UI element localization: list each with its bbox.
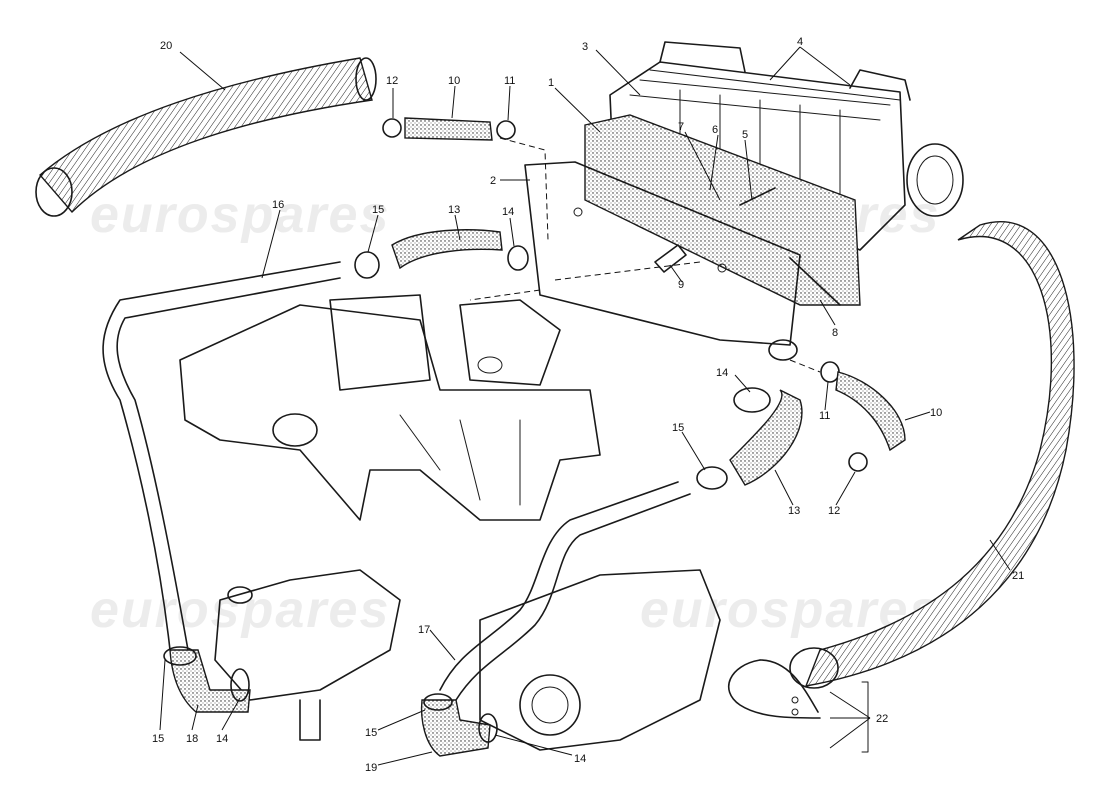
callout-10-mid: 10 (930, 407, 942, 419)
filter-element-part-1 (584, 114, 861, 306)
hose-part-17 (439, 481, 691, 701)
assembly-line-4 (789, 359, 821, 373)
callout-3: 3 (582, 41, 588, 53)
hose-part-13-top (391, 229, 503, 270)
callout-7: 7 (678, 121, 684, 133)
callout-14-top: 14 (502, 206, 514, 218)
callout-10-top: 10 (448, 75, 460, 87)
band-clip-part-22 (728, 659, 869, 753)
callout-13-top: 13 (448, 204, 460, 216)
callout-12-top: 12 (386, 75, 398, 87)
turbo-right (479, 569, 721, 751)
clamp-part-14-bottom-left (230, 668, 250, 702)
callout-19: 19 (365, 762, 377, 774)
mounting-plate-part-2 (524, 161, 801, 361)
callout-2: 2 (490, 175, 496, 187)
clamp-part-12-mid (848, 452, 868, 472)
callout-14-mid: 14 (716, 367, 728, 379)
clamp-part-11-top (496, 120, 516, 140)
callout-11-top: 11 (504, 75, 515, 87)
hose-part-21 (789, 221, 1075, 689)
callout-15-bottom-right: 15 (365, 727, 377, 739)
assembly-line-2 (469, 289, 541, 301)
callout-9: 9 (678, 279, 684, 291)
callout-5: 5 (742, 129, 748, 141)
clamp-part-14-bottom-right (478, 713, 498, 743)
hose-part-13-mid (729, 389, 803, 486)
clamp-part-14-mid (733, 387, 771, 413)
callout-11-mid: 11 (819, 410, 830, 422)
callout-13-mid: 13 (788, 505, 800, 517)
hose-part-10-mid (835, 371, 906, 452)
hose-part-10-top (404, 117, 493, 141)
intake-manifold (179, 294, 601, 521)
clamp-part-15-bottom-right (423, 693, 453, 711)
screw-part-8 (789, 257, 841, 306)
callout-18: 18 (186, 733, 198, 745)
callout-12-mid: 12 (828, 505, 840, 517)
callout-14-bottom-right: 14 (574, 753, 586, 765)
callout-15-bottom-left: 15 (152, 733, 164, 745)
leader-lines (159, 46, 1011, 766)
assembly-line-3 (554, 261, 701, 281)
callout-20: 20 (160, 40, 172, 52)
clamp-part-15-mid (696, 466, 728, 490)
callout-17: 17 (418, 624, 430, 636)
callout-15-top: 15 (372, 204, 384, 216)
hose-part-20 (35, 57, 377, 217)
assembly-line-1 (499, 137, 549, 241)
callout-21: 21 (1012, 570, 1024, 582)
clamp-part-11-mid (820, 361, 840, 383)
clamp-part-12-top (382, 118, 402, 138)
callout-15-mid: 15 (672, 422, 684, 434)
turbo-left (214, 569, 401, 741)
callout-22: 22 (876, 713, 888, 725)
clamp-part-14-top (507, 245, 529, 271)
callout-16: 16 (272, 199, 284, 211)
callout-8: 8 (832, 327, 838, 339)
hose-part-16 (102, 261, 341, 651)
clamp-part-15-bottom-left (163, 646, 197, 666)
callout-4: 4 (797, 36, 803, 48)
elbow-hose-part-18 (169, 649, 251, 713)
clamp-part-15-top (354, 251, 380, 279)
screw-part-5 (739, 187, 776, 206)
callout-6: 6 (712, 124, 718, 136)
callout-1: 1 (548, 77, 554, 89)
connector-part-9 (654, 244, 687, 273)
callout-14-bottom-left: 14 (216, 733, 228, 745)
